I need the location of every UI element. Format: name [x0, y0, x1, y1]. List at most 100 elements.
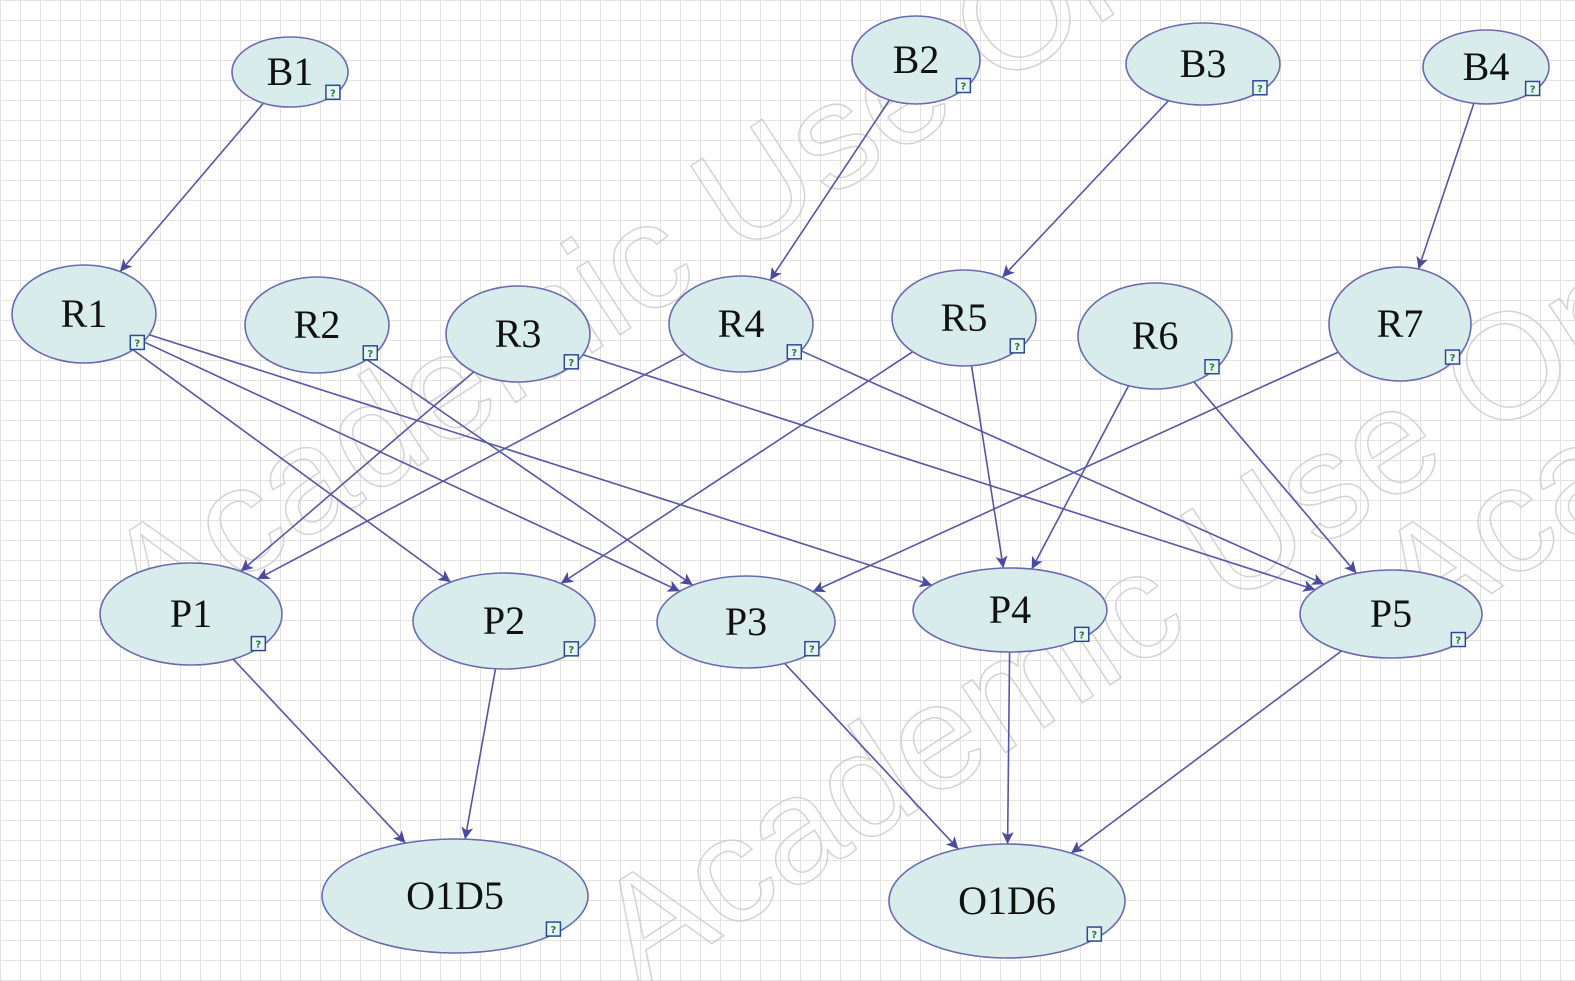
help-question-icon[interactable]: ?	[1450, 631, 1467, 648]
edge-p3-to-o1d6[interactable]	[784, 662, 959, 850]
help-question-icon[interactable]: ?	[955, 77, 972, 94]
edge-b4-to-r7[interactable]	[1416, 103, 1475, 270]
node-label: O1D6	[958, 878, 1056, 923]
node-ellipse[interactable]	[891, 269, 1037, 367]
svg-text:?: ?	[330, 88, 336, 99]
node-ellipse[interactable]	[851, 15, 981, 105]
node-r3[interactable]: R3?	[445, 285, 591, 383]
node-r7[interactable]: R7?	[1328, 266, 1472, 382]
edge-b2-to-r4[interactable]	[769, 99, 891, 281]
edge-p5-to-o1d6[interactable]	[1070, 650, 1343, 854]
edge-r6-to-p5[interactable]	[1193, 381, 1358, 574]
node-p4[interactable]: P4?	[912, 567, 1108, 653]
svg-text:?: ?	[960, 82, 966, 93]
edge-r3-to-p1[interactable]	[240, 371, 475, 572]
edge-p2-to-o1d5[interactable]	[461, 668, 497, 840]
help-question-icon[interactable]: ?	[563, 641, 580, 657]
node-b4[interactable]: B4?	[1422, 29, 1550, 105]
node-ellipse[interactable]	[656, 575, 836, 669]
edge-r5-to-p4[interactable]	[970, 365, 1008, 569]
node-ellipse[interactable]	[1299, 569, 1483, 659]
edge-p1-to-o1d5[interactable]	[232, 658, 407, 844]
node-ellipse[interactable]	[1125, 22, 1281, 106]
edge-r1-to-p2[interactable]	[132, 349, 452, 583]
svg-text:?: ?	[1209, 363, 1215, 374]
node-o1d6[interactable]: O1D6?	[888, 843, 1126, 959]
node-label: B2	[893, 37, 940, 82]
node-ellipse[interactable]	[1077, 282, 1233, 390]
node-label: R5	[941, 295, 988, 340]
node-r2[interactable]: R2?	[244, 276, 390, 374]
edge-r1-to-p4[interactable]	[148, 334, 933, 588]
node-b1[interactable]: B1?	[231, 36, 349, 108]
node-ellipse[interactable]	[99, 562, 283, 666]
node-label: P4	[989, 587, 1031, 632]
node-p1[interactable]: P1?	[99, 562, 283, 666]
help-question-icon[interactable]: ?	[250, 635, 267, 652]
svg-text:?: ?	[568, 358, 574, 369]
svg-text:?: ?	[1091, 930, 1097, 941]
node-label: B4	[1463, 44, 1510, 89]
node-r6[interactable]: R6?	[1077, 282, 1233, 390]
help-question-icon[interactable]: ?	[786, 344, 803, 360]
node-label: R3	[495, 311, 542, 356]
help-question-icon[interactable]: ?	[129, 334, 146, 351]
node-ellipse[interactable]	[1422, 29, 1550, 105]
node-p3[interactable]: P3?	[656, 575, 836, 669]
svg-text:?: ?	[1257, 84, 1263, 95]
edge-r3-to-p5[interactable]	[582, 354, 1316, 592]
node-p2[interactable]: P2?	[412, 572, 596, 670]
node-ellipse[interactable]	[412, 572, 596, 670]
help-question-icon[interactable]: ?	[1444, 349, 1461, 365]
node-r1[interactable]: R1?	[11, 264, 157, 364]
help-question-icon[interactable]: ?	[1524, 80, 1541, 97]
svg-text:?: ?	[134, 338, 140, 349]
node-ellipse[interactable]	[1328, 266, 1472, 382]
edge-p4-to-o1d6[interactable]	[1001, 651, 1014, 845]
node-ellipse[interactable]	[11, 264, 157, 364]
node-b3[interactable]: B3?	[1125, 22, 1281, 106]
svg-text:?: ?	[809, 645, 815, 656]
svg-text:?: ?	[568, 645, 574, 656]
svg-text:?: ?	[367, 349, 373, 360]
help-question-icon[interactable]: ?	[1074, 626, 1090, 643]
edge-r5-to-p2[interactable]	[560, 351, 914, 585]
help-question-icon[interactable]: ?	[362, 345, 379, 361]
node-ellipse[interactable]	[244, 276, 390, 374]
help-question-icon[interactable]: ?	[1086, 926, 1103, 942]
node-p5[interactable]: P5?	[1299, 569, 1483, 659]
help-question-icon[interactable]: ?	[325, 84, 341, 101]
svg-text:?: ?	[1014, 342, 1020, 353]
node-ellipse[interactable]	[445, 285, 591, 383]
node-b2[interactable]: B2?	[851, 15, 981, 105]
node-ellipse[interactable]	[231, 36, 349, 108]
edge-r4-to-p5[interactable]	[800, 349, 1325, 585]
svg-text:?: ?	[255, 640, 261, 651]
help-question-icon[interactable]: ?	[545, 921, 562, 937]
edge-r1-to-p3[interactable]	[143, 340, 681, 592]
edge-b3-to-r5[interactable]	[1001, 100, 1170, 278]
edge-r6-to-p4[interactable]	[1030, 385, 1130, 570]
node-ellipse[interactable]	[912, 567, 1108, 653]
node-ellipse[interactable]	[321, 838, 589, 954]
help-question-icon[interactable]: ?	[1252, 80, 1268, 96]
edge-b1-to-r1[interactable]	[119, 102, 265, 273]
node-r5[interactable]: R5?	[891, 269, 1037, 367]
svg-text:?: ?	[1530, 84, 1536, 95]
help-question-icon[interactable]: ?	[1009, 338, 1026, 354]
edge-r7-to-p3[interactable]	[812, 351, 1339, 593]
node-label: P2	[483, 598, 525, 643]
help-question-icon[interactable]: ?	[804, 640, 820, 657]
edge-r2-to-p3[interactable]	[366, 358, 694, 586]
svg-text:?: ?	[551, 925, 557, 936]
node-r4[interactable]: R4?	[668, 275, 814, 373]
node-ellipse[interactable]	[668, 275, 814, 373]
edge-r4-to-p1[interactable]	[256, 353, 685, 580]
node-ellipse[interactable]	[888, 843, 1126, 959]
help-question-icon[interactable]: ?	[1204, 358, 1220, 375]
help-question-icon[interactable]: ?	[563, 354, 580, 370]
node-o1d5[interactable]: O1D5?	[321, 838, 589, 954]
node-label: P3	[725, 599, 767, 644]
